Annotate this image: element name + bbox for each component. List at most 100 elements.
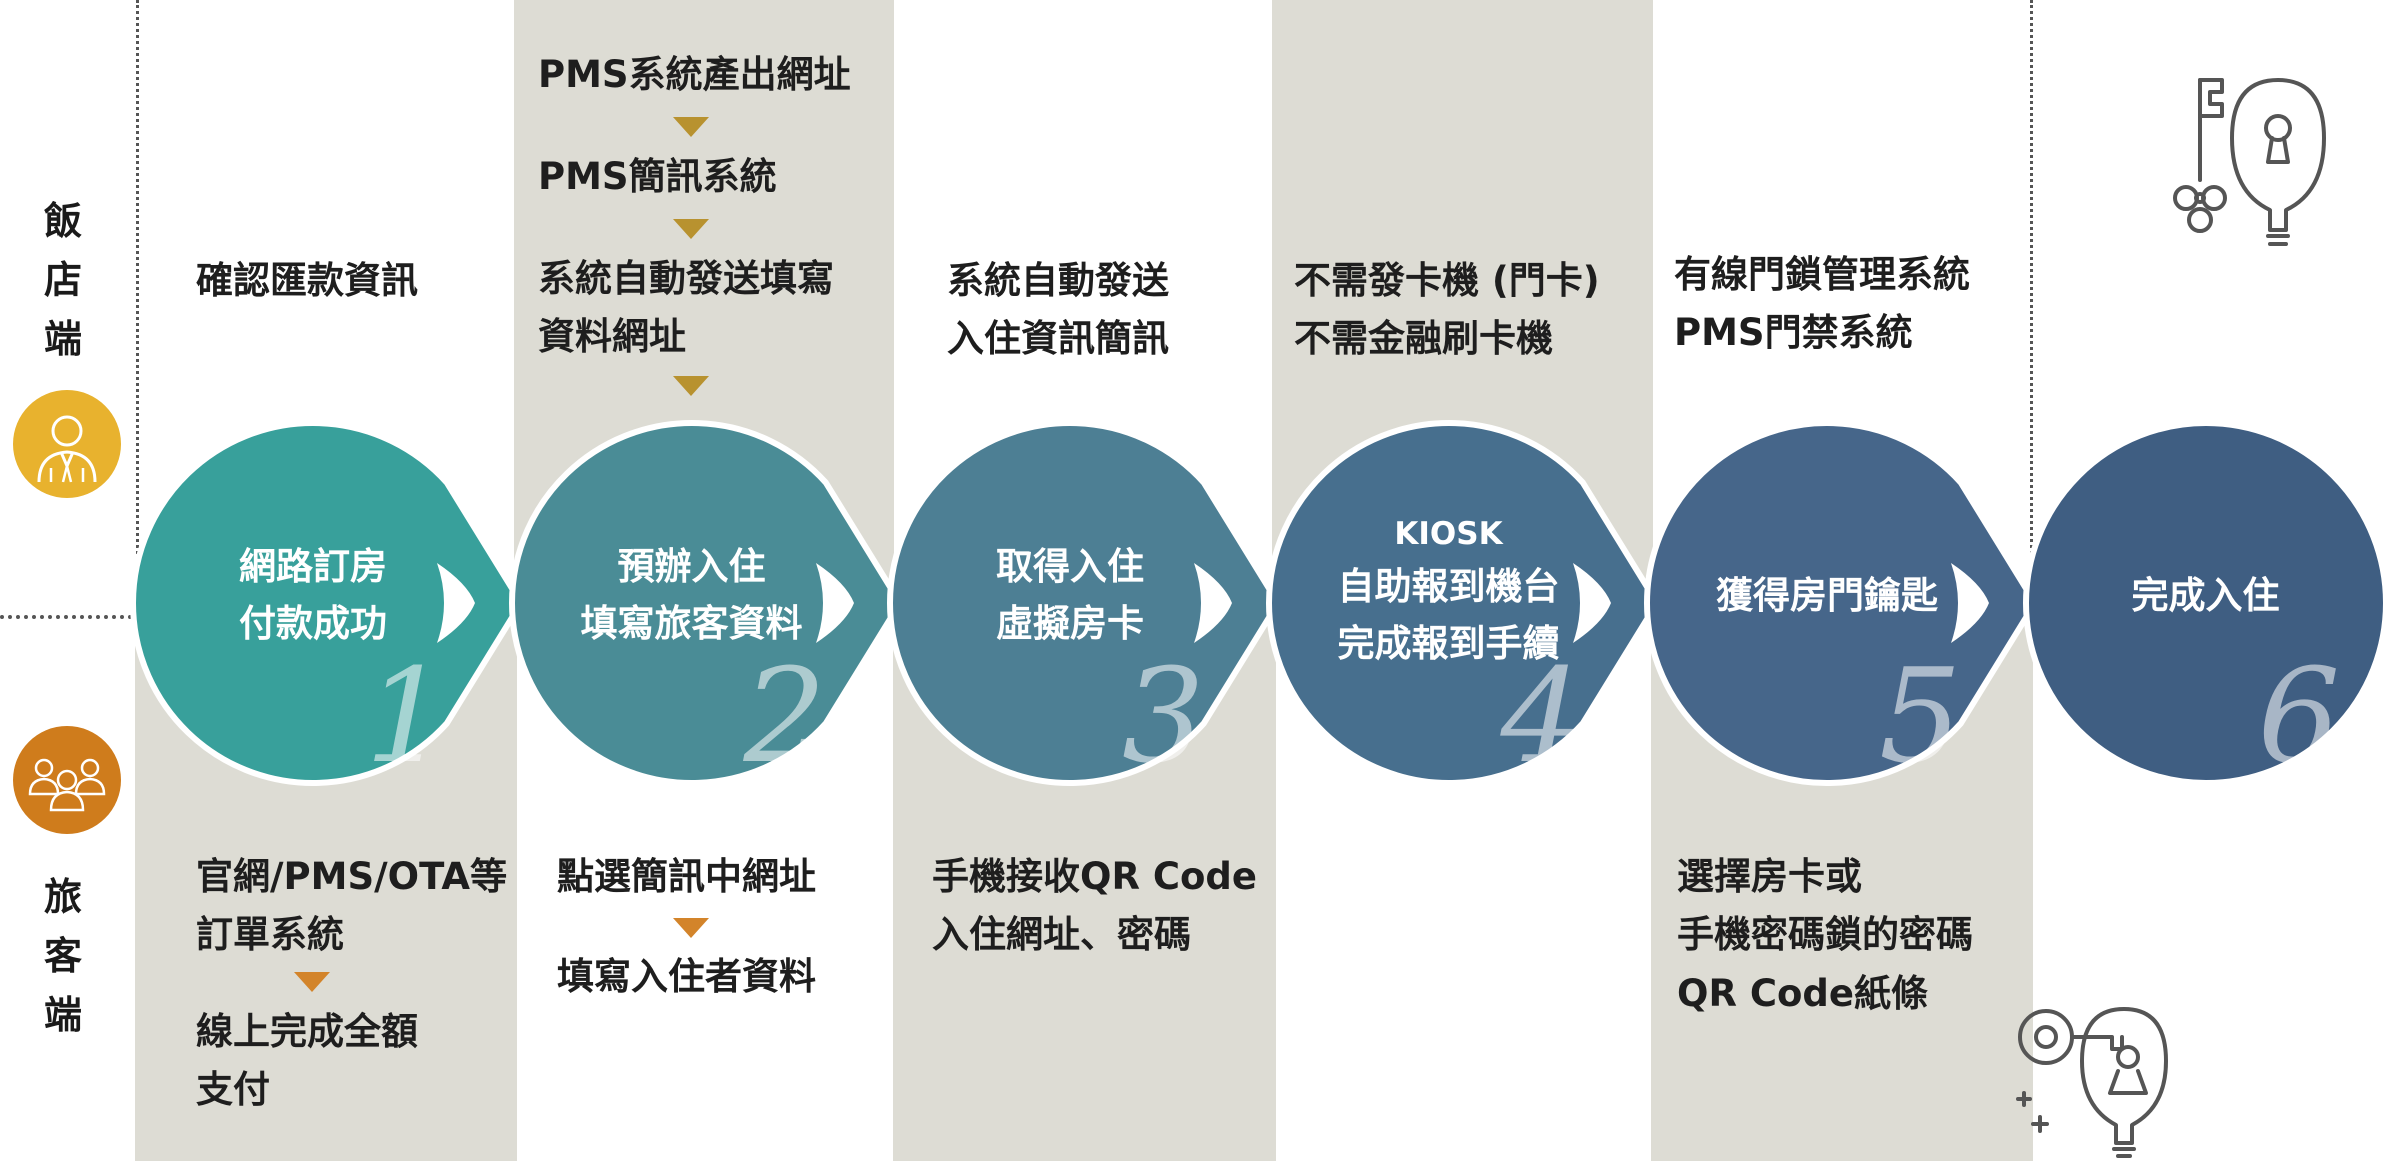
guest-step-5-line-1: 選擇房卡或 xyxy=(1677,855,1862,898)
chevron-right-icon xyxy=(815,563,854,643)
guest-step-5-line-2: 手機密碼鎖的密碼 xyxy=(1677,913,1973,957)
hotel-char-2: 店 xyxy=(43,257,82,302)
guest-char-3: 端 xyxy=(43,992,82,1037)
step-5-number: 5 xyxy=(1879,640,1962,792)
group-icon xyxy=(13,726,121,834)
hotel-text-step-2: PMS系統產出網址 xyxy=(538,46,851,104)
hotel-step-2-line-4: 資料網址 xyxy=(538,315,686,359)
guest-step-2-line-1: 點選簡訊中網址 xyxy=(557,855,816,898)
guest-step-1-line-1: 官網/PMS/OTA等 xyxy=(196,855,508,898)
guest-step-3-line-2: 入住網址、密碼 xyxy=(932,913,1191,957)
chevron-right-icon xyxy=(437,563,475,643)
hotel-text-step-3: 系統自動發送 入住資訊簡訊 xyxy=(947,252,1169,369)
hotel-step-2-line-3: 系統自動發送填寫 xyxy=(538,257,834,300)
step-5-bubble xyxy=(1644,420,2039,786)
hotel-step-2-line-2: PMS簡訊系統 xyxy=(538,155,777,198)
hotel-step-5-line-2: PMS門禁系統 xyxy=(1674,311,1913,355)
step-1-bubble xyxy=(130,420,525,786)
key-lightbulb-sparkle-icon xyxy=(2000,965,2200,1160)
step-4-title: KIOSK 自助報到機台完成報到手續 xyxy=(1269,510,1629,673)
step-2-title-line-2: 填寫旅客資料 xyxy=(580,602,803,646)
step-3-shape xyxy=(887,420,1282,786)
guest-text-step-5: 選擇房卡或 手機密碼鎖的密碼 QR Code紙條 xyxy=(1677,848,1973,1023)
hotel-step-2-line-1: PMS系統產出網址 xyxy=(538,53,851,96)
guest-step-1-line-3: 線上完成全額 xyxy=(196,1010,418,1053)
left-divider xyxy=(136,0,139,620)
step-2-shape xyxy=(508,420,904,786)
guest-text-step-1b: 線上完成全額 支付 xyxy=(196,1003,418,1120)
hotel-step-4-line-1: 不需發卡機 (門卡) xyxy=(1294,259,1600,302)
step-1-title-line-1: 網路訂房 xyxy=(239,545,387,588)
guest-step-3-line-1: 手機接收QR Code xyxy=(932,855,1257,898)
guest-text-step-2: 點選簡訊中網址 xyxy=(557,848,816,906)
hotel-text-step-2c: 系統自動發送填寫 資料網址 xyxy=(538,250,834,367)
key-lightbulb-icon xyxy=(2160,60,2330,250)
hotel-step-5-line-1: 有線門鎖管理系統 xyxy=(1674,253,1970,296)
step-6-title: 完成入住 xyxy=(2026,567,2383,624)
step-3-title-line-1: 取得入住 xyxy=(996,545,1144,588)
guest-step-5-line-3: QR Code紙條 xyxy=(1677,971,1928,1015)
guest-text-step-1: 官網/PMS/OTA等 訂單系統 xyxy=(196,848,507,965)
guest-step-2-line-2: 填寫入住者資料 xyxy=(557,955,816,998)
step-2-number: 2 xyxy=(743,640,827,792)
step-1-title-line-2: 付款成功 xyxy=(239,602,387,646)
step-6-title-line-1: 完成入住 xyxy=(2131,573,2280,617)
guest-text-step-2b: 填寫入住者資料 xyxy=(557,948,816,1006)
guest-char-2: 客 xyxy=(43,933,82,978)
step-6-number: 6 xyxy=(2257,640,2341,792)
chevron-right-icon xyxy=(1194,563,1232,643)
step-2-title-line-1: 預辦入住 xyxy=(617,545,766,588)
guest-step-1-arrow xyxy=(294,972,330,992)
hotel-side-label: 飯 店 端 xyxy=(38,192,88,369)
hotel-text-step-2b: PMS簡訊系統 xyxy=(538,148,777,206)
step-2-title: 預辦入住填寫旅客資料 xyxy=(512,538,872,653)
hotel-char-3: 端 xyxy=(43,316,82,361)
step-5-title: 獲得房門鑰匙 xyxy=(1647,567,2007,624)
hotel-text-step-1: 確認匯款資訊 xyxy=(196,252,418,310)
businessman-icon xyxy=(13,390,121,498)
hotel-step-4-line-2: 不需金融刷卡機 xyxy=(1294,317,1553,361)
hotel-char-1: 飯 xyxy=(43,199,82,243)
hotel-step-2-arrow-1 xyxy=(673,117,709,137)
step-5-title-line-1: 獲得房門鑰匙 xyxy=(1716,573,1938,617)
step-4-shape xyxy=(1265,420,1661,786)
hotel-text-step-4: 不需發卡機 (門卡) 不需金融刷卡機 xyxy=(1294,252,1600,369)
guest-text-step-3: 手機接收QR Code 入住網址、密碼 xyxy=(932,848,1257,965)
hotel-text-step-5: 有線門鎖管理系統 PMS門禁系統 xyxy=(1674,246,1970,363)
step-6-shape xyxy=(2022,420,2383,786)
chevron-right-icon xyxy=(1951,563,1989,643)
step-4-bubble xyxy=(1265,420,1661,786)
guest-char-1: 旅 xyxy=(43,875,82,919)
hotel-step-2-arrow-2 xyxy=(673,219,709,239)
step-1-shape xyxy=(130,420,525,786)
step-2-bubble xyxy=(508,420,904,786)
step-6-bubble xyxy=(2022,420,2383,786)
hotel-step-2-arrow-3 xyxy=(673,376,709,396)
step-5: 獲得房門鑰匙 5 xyxy=(1644,420,2039,792)
step-4-title-line-2: 自助報到機台 xyxy=(1337,564,1560,608)
right-divider xyxy=(2030,0,2033,560)
step-1-number: 1 xyxy=(365,640,448,792)
guest-step-1-line-4: 支付 xyxy=(196,1068,270,1112)
guest-side-label: 旅 客 端 xyxy=(38,868,88,1045)
step-4-title-line-3: 完成報到手續 xyxy=(1337,621,1560,665)
guest-step-2-arrow xyxy=(673,918,709,938)
step-4-title-line-1: KIOSK xyxy=(1394,515,1503,552)
step-3-title-line-2: 虛擬房卡 xyxy=(996,602,1144,646)
hotel-step-3-line-2: 入住資訊簡訊 xyxy=(947,317,1169,361)
step-3-number: 3 xyxy=(1122,640,1205,792)
step-5-shape xyxy=(1644,420,2039,786)
guest-step-1-line-2: 訂單系統 xyxy=(196,913,344,957)
step-3-bubble xyxy=(887,420,1282,786)
hotel-step-1-line-1: 確認匯款資訊 xyxy=(196,259,418,302)
step-6: 完成入住 6 xyxy=(2022,420,2383,792)
step-4-number: 4 xyxy=(1500,640,1584,792)
step-1-title: 網路訂房付款成功 xyxy=(133,538,493,653)
hotel-step-3-line-1: 系統自動發送 xyxy=(947,259,1169,302)
chevron-right-icon xyxy=(1572,563,1611,643)
step-3-title: 取得入住虛擬房卡 xyxy=(890,538,1250,653)
